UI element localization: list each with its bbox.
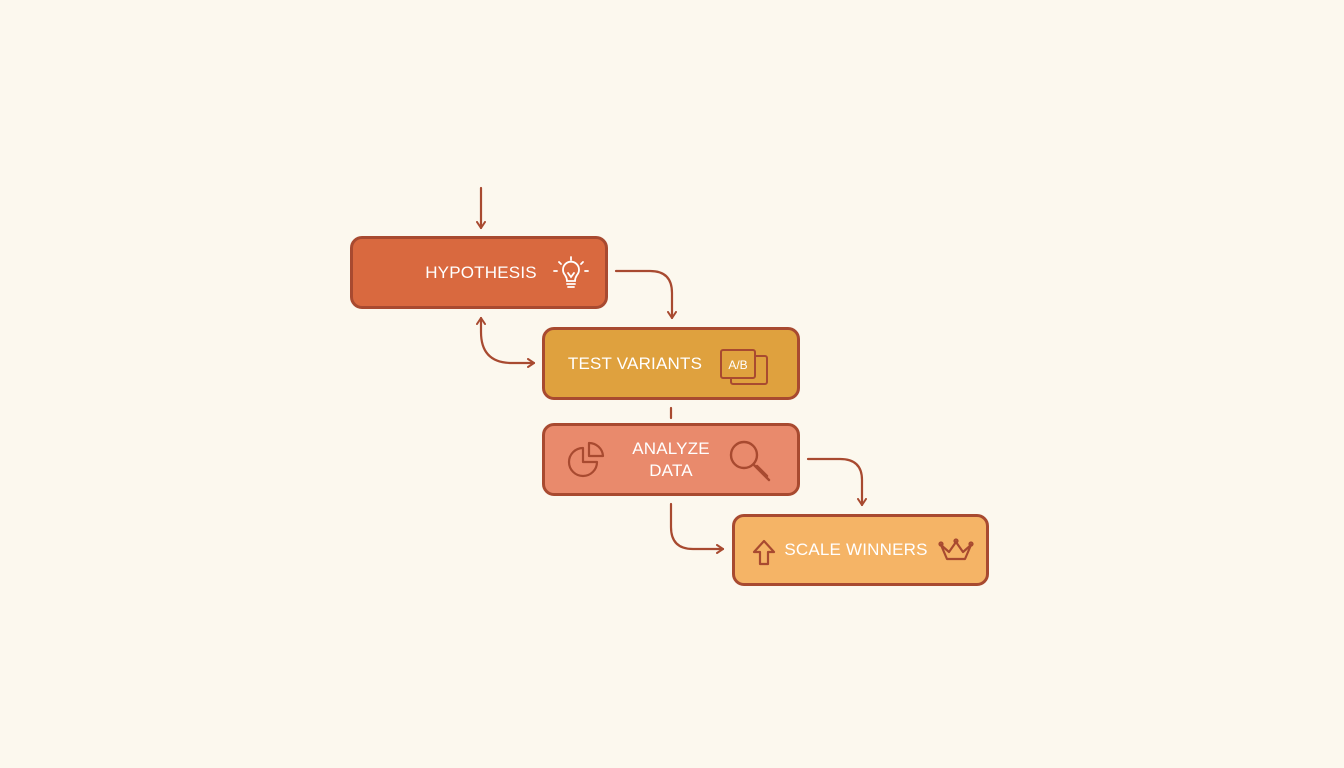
connector-analyze-to-scale-right	[806, 457, 867, 507]
scale-winners-label: SCALE WINNERS	[784, 540, 928, 559]
connector-test-hypothesis-loop	[476, 316, 536, 368]
test-variants-label: TEST VARIANTS	[567, 353, 703, 373]
magnifier-icon	[729, 440, 771, 482]
test-variants-node[interactable]: TEST VARIANTS A/B	[542, 327, 800, 400]
hypothesis-node[interactable]: HYPOTHESIS	[350, 236, 608, 309]
ab-icon-text: A/B	[728, 358, 747, 372]
scale-winners-node[interactable]: SCALE WINNERS	[732, 514, 989, 586]
lightbulb-icon	[553, 256, 589, 288]
arrow-up-icon	[752, 539, 776, 566]
ab-test-icon: A/B	[720, 349, 768, 385]
hypothesis-label: HYPOTHESIS	[425, 262, 537, 282]
connector-analyze-to-scale-left	[669, 502, 725, 554]
crown-icon	[938, 538, 974, 561]
connector-hypothesis-to-test	[614, 269, 677, 320]
analyze-data-node[interactable]: ANALYZE DATA	[542, 423, 800, 496]
analyze-data-label: ANALYZE DATA	[632, 438, 710, 480]
pie-chart-icon	[567, 441, 605, 478]
